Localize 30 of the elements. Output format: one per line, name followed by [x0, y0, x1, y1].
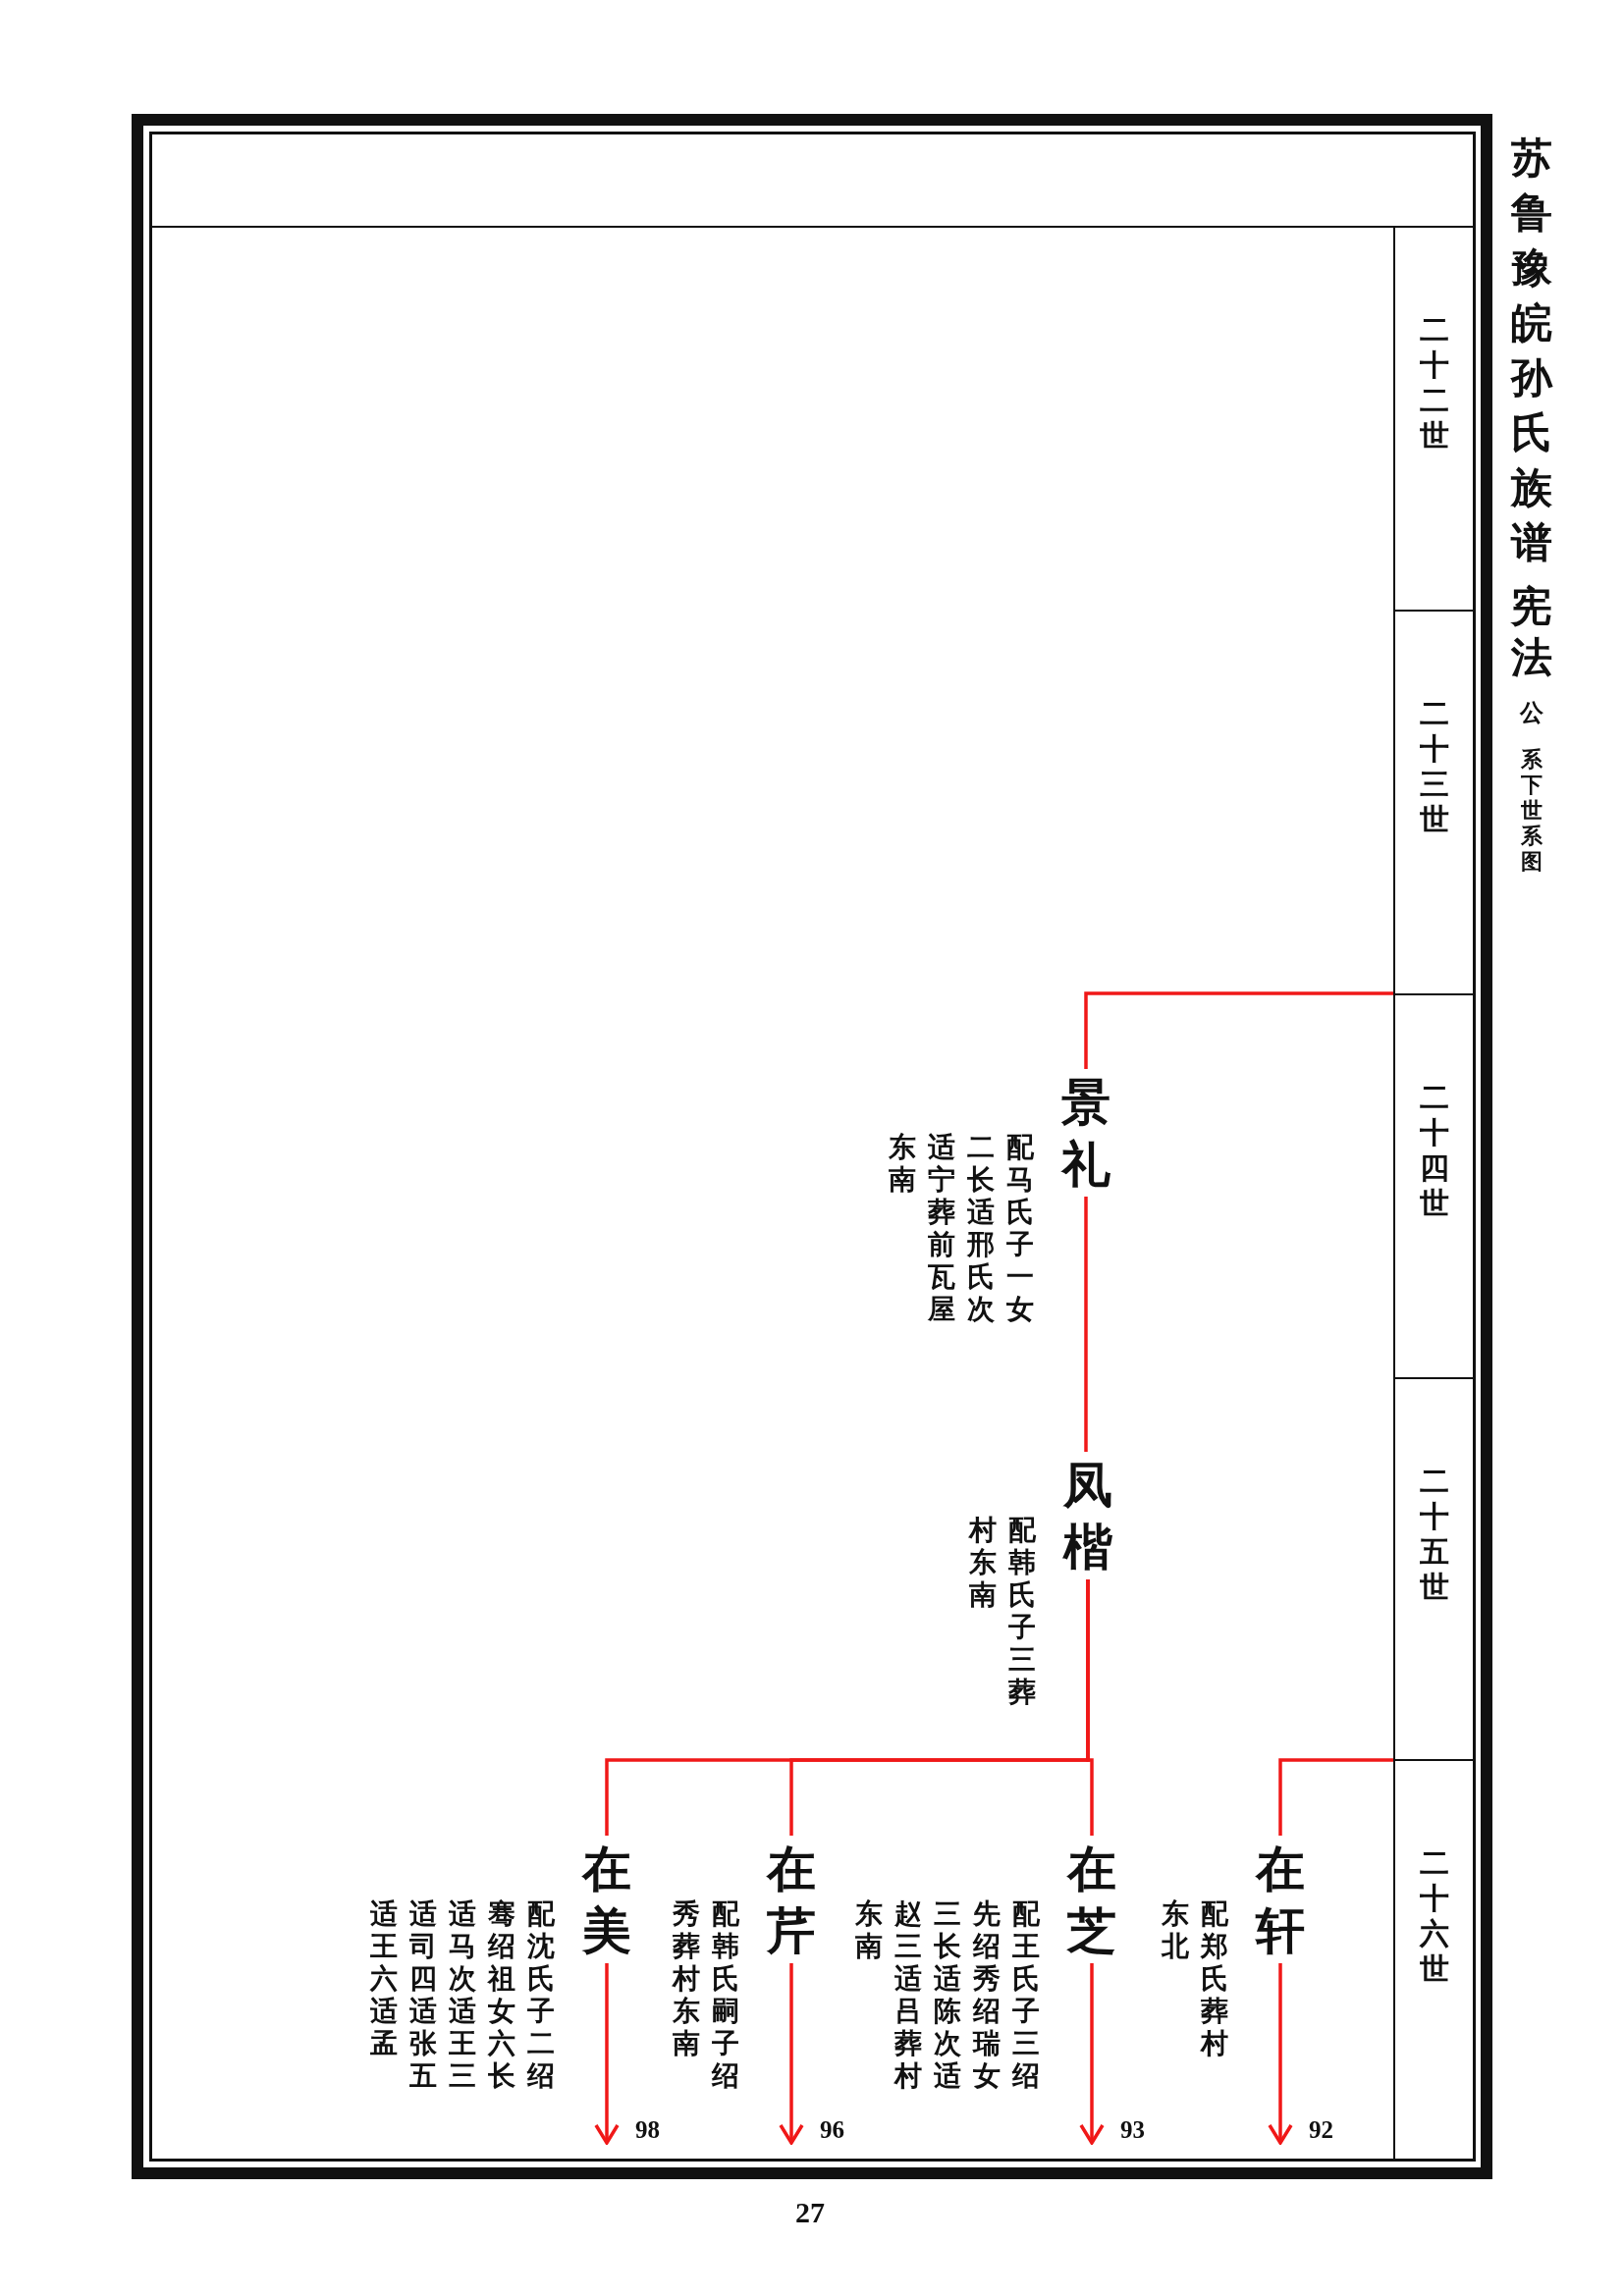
subtitle-text: 系下世系图: [1520, 746, 1543, 874]
arrow: [1079, 1963, 1105, 2145]
person-name: 在轩: [1255, 1839, 1306, 1961]
person-name: 景礼: [1060, 1072, 1111, 1195]
person-name: 在美: [581, 1839, 632, 1961]
generation-cell: 二十五世: [1393, 1378, 1475, 1761]
note-text: 配郑氏葬村东北: [1162, 1897, 1228, 2061]
connector-line: [605, 1579, 1090, 1836]
subtitle-text: 宪法: [1510, 581, 1553, 683]
connector-line: [1278, 1758, 1394, 1836]
generation-cell: 二十六世: [1393, 1760, 1475, 2161]
note-text: 配马氏子一女二长适邢氏次适宁葬前瓦屋东南: [889, 1131, 1034, 1325]
arrow: [594, 1963, 620, 2145]
person-name: 凤楷: [1062, 1455, 1113, 1577]
person-name: 在芝: [1066, 1839, 1117, 1961]
note-text: 配韩氏子三葬村东南: [969, 1514, 1036, 1708]
page-number: 27: [795, 2197, 825, 2228]
title-text: 苏鲁豫皖孙氏族谱: [1510, 133, 1553, 568]
generation-cell: 二十二世: [1393, 227, 1475, 612]
generation-cell: 二十四世: [1393, 994, 1475, 1379]
note-text: 配韩氏嗣子绍秀葬村东南: [673, 1897, 739, 2092]
note-text: 配沈氏子二绍骞绍祖女六长适马次适王三适司四适张五适王六适孟: [370, 1897, 555, 2092]
arrow: [1268, 1963, 1293, 2145]
person-name: 在芹: [766, 1839, 817, 1961]
connector-line: [1084, 1197, 1088, 1452]
generation-cell: 二十三世: [1393, 611, 1475, 995]
arrow: [779, 1963, 804, 2145]
note-text: 配王氏子三绍先绍秀绍瑞女三长适陈次适赵三适吕葬村东南: [855, 1897, 1040, 2092]
subtitle-text: 公: [1519, 700, 1544, 725]
connector-line: [1084, 991, 1394, 1069]
